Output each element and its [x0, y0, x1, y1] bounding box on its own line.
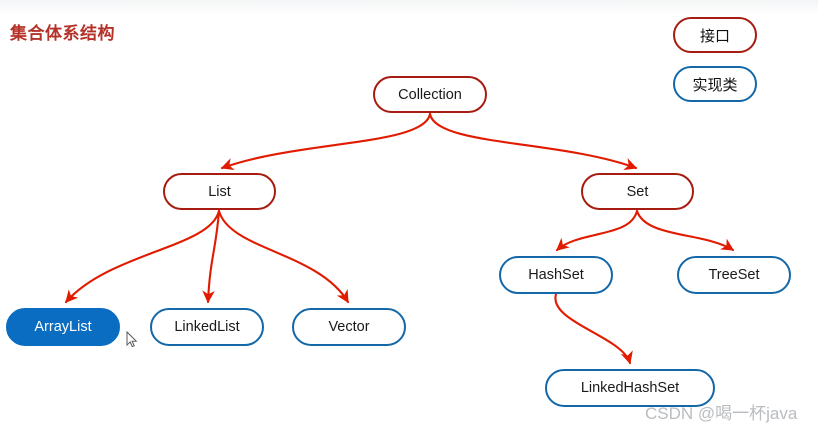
edge-set-to-treeset [635, 209, 735, 252]
edge-collection-to-set [428, 112, 638, 170]
legend-implementation-label: 实现类 [692, 76, 738, 94]
legend-interface-label: 接口 [699, 27, 730, 45]
node-label-vector: Vector [328, 319, 370, 335]
node-label-set: Set [626, 183, 649, 200]
node-linkedhashset[interactable]: LinkedHashSet [545, 369, 715, 407]
mouse-pointer-icon [126, 331, 138, 348]
edge-hashset-to-linkedhashset [554, 292, 633, 365]
node-arraylist[interactable]: ArrayList [6, 308, 120, 346]
node-label-linkedlist: LinkedList [174, 319, 240, 335]
node-label-collection: Collection [398, 86, 462, 103]
page-title: 集合体系结构 [10, 24, 115, 43]
node-label-list: List [208, 183, 231, 200]
node-vector[interactable]: Vector [292, 308, 406, 346]
node-label-arraylist: ArrayList [34, 319, 92, 335]
watermark: CSDN @喝一杯java [645, 404, 798, 423]
node-label-treeset: TreeSet [708, 267, 760, 283]
edge-list-to-vector [217, 209, 350, 304]
edge-list-to-linkedlist [202, 209, 221, 304]
legend-interface: 接口 [673, 17, 757, 53]
node-label-hashset: HashSet [528, 267, 584, 283]
node-collection[interactable]: Collection [373, 76, 487, 113]
node-set[interactable]: Set [581, 173, 694, 210]
node-hashset[interactable]: HashSet [499, 256, 613, 294]
node-linkedlist[interactable]: LinkedList [150, 308, 264, 346]
node-label-linkedhashset: LinkedHashSet [580, 380, 680, 396]
node-treeset[interactable]: TreeSet [677, 256, 791, 294]
edge-collection-to-list [220, 112, 432, 171]
node-list[interactable]: List [163, 173, 276, 210]
legend-implementation: 实现类 [673, 66, 757, 102]
edge-list-to-arraylist [64, 209, 221, 304]
edge-set-to-hashset [555, 209, 639, 252]
